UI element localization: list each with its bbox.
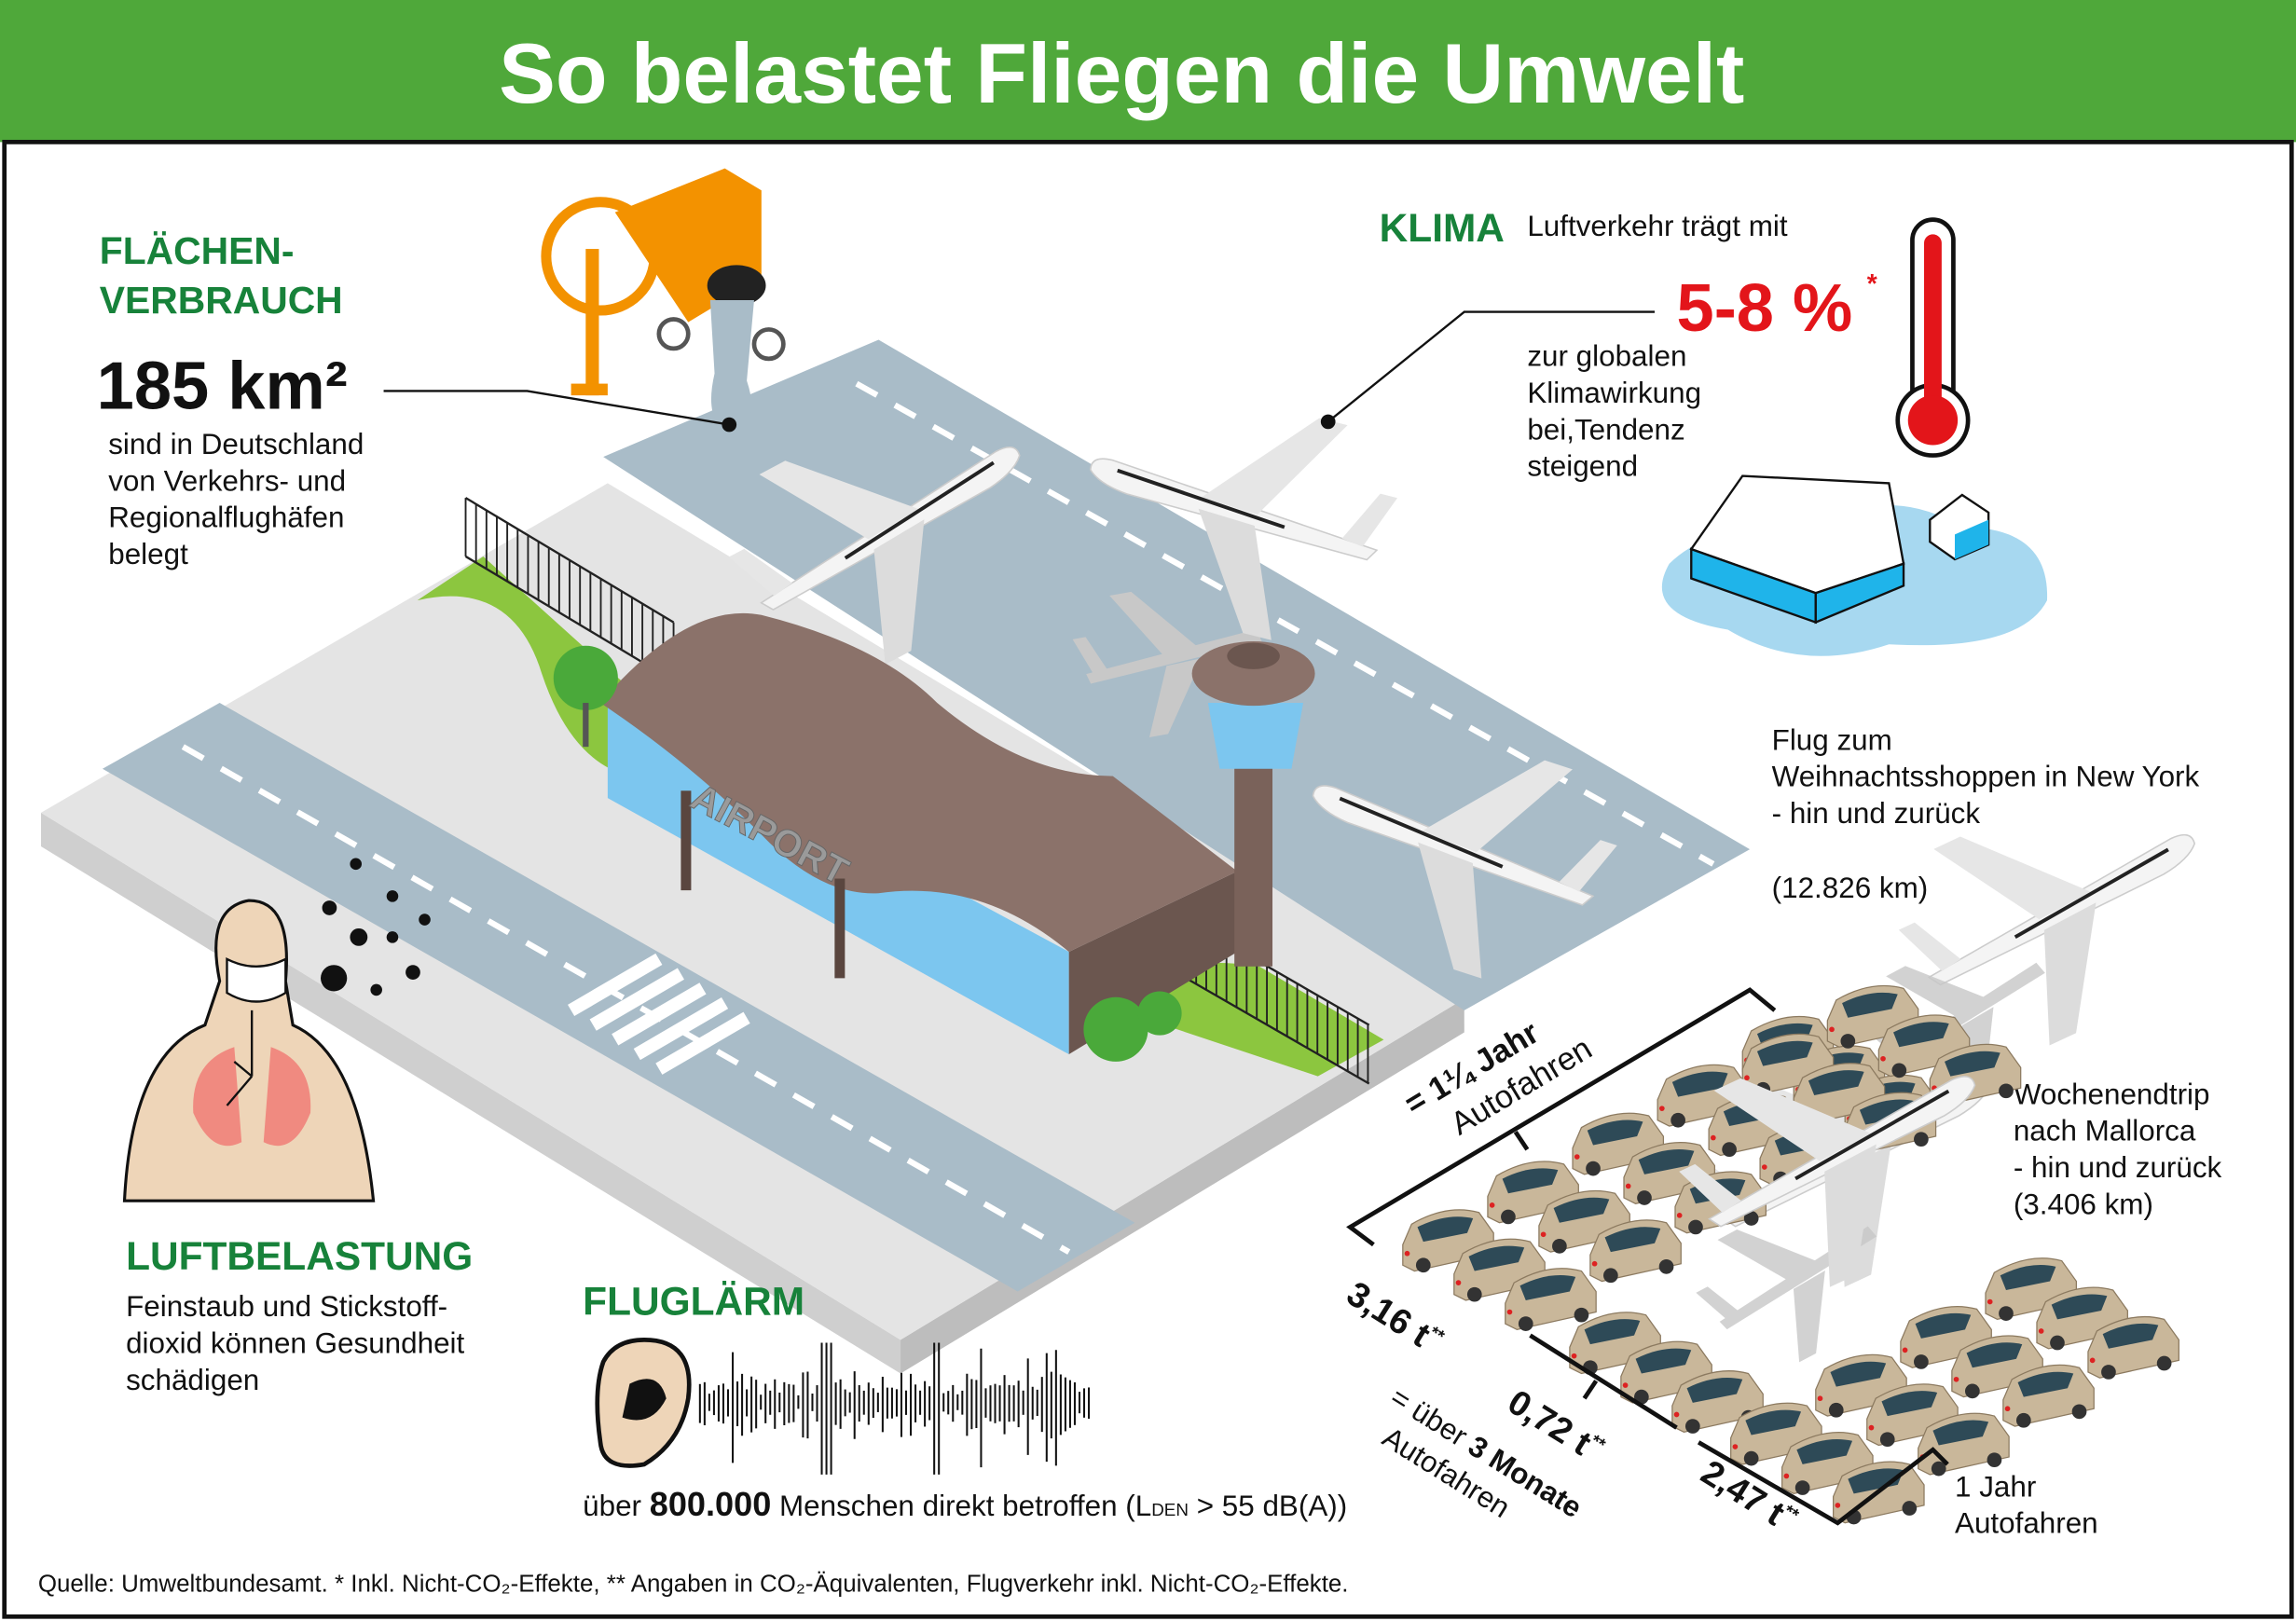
- klima-heading: KLIMA: [1380, 206, 1505, 250]
- particle-dot: [370, 983, 382, 996]
- particle-dot: [322, 900, 337, 915]
- ear-icon: [595, 1338, 692, 1468]
- airport-illustration: AIRPORT: [40, 339, 1751, 1374]
- leader-line: [383, 390, 730, 426]
- header-bar: [0, 0, 2296, 143]
- particle-dot: [406, 965, 420, 980]
- person-with-mask-icon: [122, 899, 376, 1202]
- particle-dot: [350, 927, 368, 946]
- luft-text: Feinstaub und Stickstoff- dioxid können …: [126, 1290, 473, 1396]
- flaechen-heading-1: FLÄCHEN-: [100, 229, 295, 272]
- car-label: 1 Jahr Autofahren: [1955, 1470, 2098, 1539]
- particles-icon: [321, 858, 431, 996]
- luft-heading: LUFTBELASTUNG: [126, 1234, 473, 1278]
- cement-mixer-icon: [541, 168, 786, 433]
- brackets: [1346, 987, 1949, 1526]
- newyork-text: Flug zum Weihnachtsshoppen in New York -…: [1772, 723, 2207, 904]
- particle-dot: [350, 858, 362, 871]
- flaechen-value: 185 km²: [97, 349, 348, 423]
- klima-text: zur globalen Klimawirkung bei,Tendenz st…: [1527, 340, 1709, 483]
- particle-dot: [321, 965, 348, 992]
- source-footnote: Quelle: Umweltbundesamt. * Inkl. Nicht-C…: [38, 1572, 1349, 1598]
- laerm-text: über 800.000 Menschen direkt betroffen (…: [583, 1485, 1347, 1523]
- particle-dot: [419, 914, 431, 926]
- ground: [40, 483, 1464, 1340]
- frame: [2, 140, 2294, 1619]
- mallorca-text: Wochenendtrip nach Mallorca - hin und zu…: [2014, 1078, 2230, 1220]
- klima-intro: Luftverkehr trägt mit: [1527, 210, 1788, 242]
- flaechen-text: sind in Deutschland von Verkehrs- und Re…: [108, 428, 372, 570]
- terminal-roof: [600, 612, 1238, 953]
- laerm-heading: FLUGLÄRM: [583, 1280, 804, 1324]
- thermometer-icon: [1895, 217, 1971, 458]
- page-title: So belastet Fliegen die Umwelt: [499, 27, 1744, 121]
- klima-value: 5-8 %: [1677, 271, 1853, 346]
- flaechen-heading-2: VERBRAUCH: [100, 279, 343, 322]
- klima-asterisk: *: [1867, 268, 1877, 298]
- control-tower: [1234, 732, 1273, 967]
- ny-co2-value: 3,16 t**: [1340, 1273, 1450, 1362]
- lawn: [417, 556, 630, 776]
- particle-dot: [386, 890, 399, 902]
- sound-wave: [698, 1342, 1091, 1475]
- melting-iceberg-icon: [1661, 474, 2048, 656]
- particle-dot: [386, 931, 399, 943]
